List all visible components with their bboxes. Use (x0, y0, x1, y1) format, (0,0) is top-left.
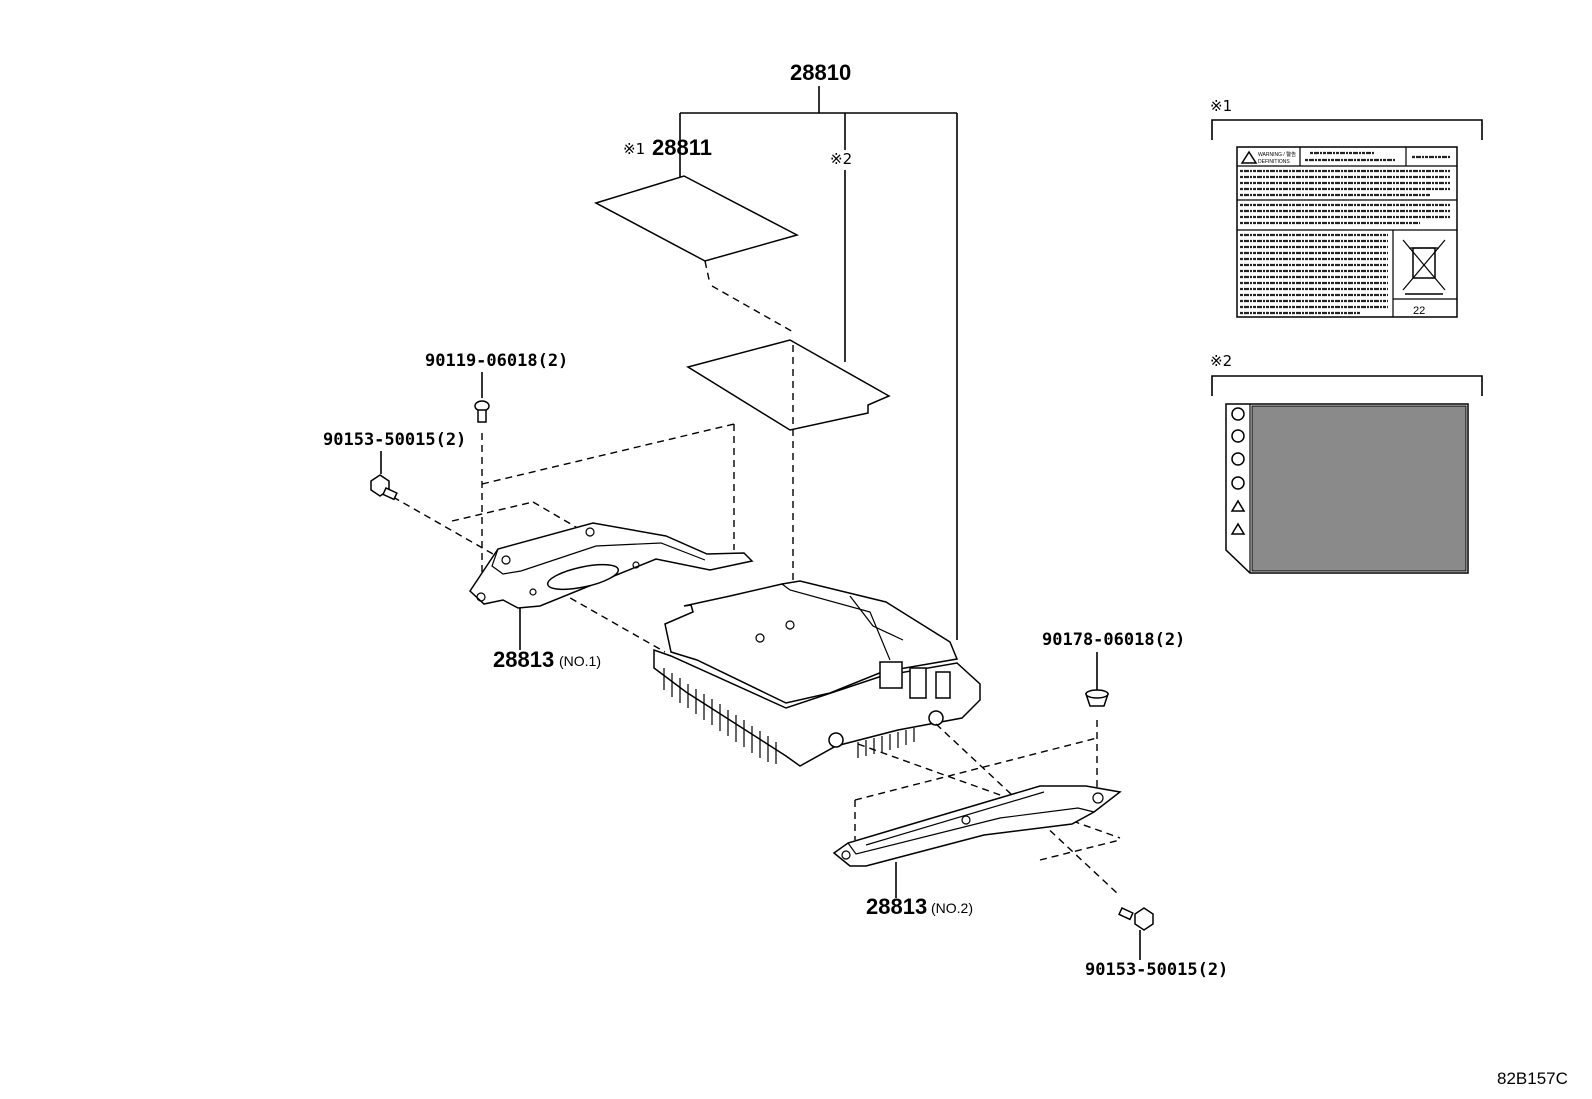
label-sheet-bottom[interactable] (686, 339, 891, 431)
label-sheet-top[interactable] (594, 175, 800, 262)
note1-mark-detail: ※1 (1210, 97, 1232, 115)
bracket-no1-label[interactable]: 28813 (493, 647, 554, 672)
warning-title-1: WARNING / 警告 (1258, 151, 1296, 158)
diagram-code: 82B157C (1497, 1069, 1568, 1088)
bracket-no2[interactable] (832, 785, 1122, 867)
read-manual-icon (1231, 476, 1245, 490)
note1-detail: ※1 WARNING / 警告 DEFINITIONS (1210, 97, 1483, 318)
caution-label (1236, 146, 1458, 318)
bracket-no2-label[interactable]: 28813 (866, 894, 927, 919)
bracket-no2-suffix: (NO.2) (931, 900, 973, 916)
bracket-no1-suffix: (NO.1) (559, 653, 601, 669)
no-fire-icon (1231, 407, 1245, 421)
bolt-bottom[interactable] (1118, 907, 1154, 931)
note1-mark-sheet: ※1 (623, 140, 645, 158)
note2-detail: ※2 (1210, 352, 1483, 574)
control-unit[interactable] (653, 580, 981, 767)
assembly-number-label[interactable]: 28810 (790, 60, 851, 85)
bracket-no1[interactable] (469, 522, 754, 609)
bolt-left[interactable] (370, 474, 398, 501)
hot-surface-warning-icon (1230, 522, 1246, 535)
label-number: 22 (1413, 305, 1425, 317)
nut-right-label[interactable]: 90178-06018(2) (1042, 630, 1185, 650)
warning-title-2: DEFINITIONS (1258, 159, 1290, 165)
warning-triangle-icon (1240, 150, 1258, 164)
bolt-top-label[interactable]: 90119-06018(2) (425, 351, 568, 371)
note2-mark-sheet: ※2 (830, 150, 852, 168)
bolt-left-label[interactable]: 90153-50015(2) (323, 430, 466, 450)
shaded-area (1251, 405, 1467, 572)
assembly-leader: 28810 (679, 60, 958, 640)
no-touch-icon (1231, 452, 1245, 466)
sheet-part-label[interactable]: 28811 (652, 135, 712, 160)
nut-right[interactable] (1084, 689, 1110, 707)
bolt-bottom-label[interactable]: 90153-50015(2) (1085, 960, 1228, 980)
high-voltage-warning-icon (1230, 499, 1246, 512)
note2-mark-detail: ※2 (1210, 352, 1232, 370)
bolt-top[interactable] (474, 400, 490, 423)
recycle-bin-crossed-icon (1402, 239, 1446, 295)
protective-glove-icon (1231, 429, 1245, 443)
